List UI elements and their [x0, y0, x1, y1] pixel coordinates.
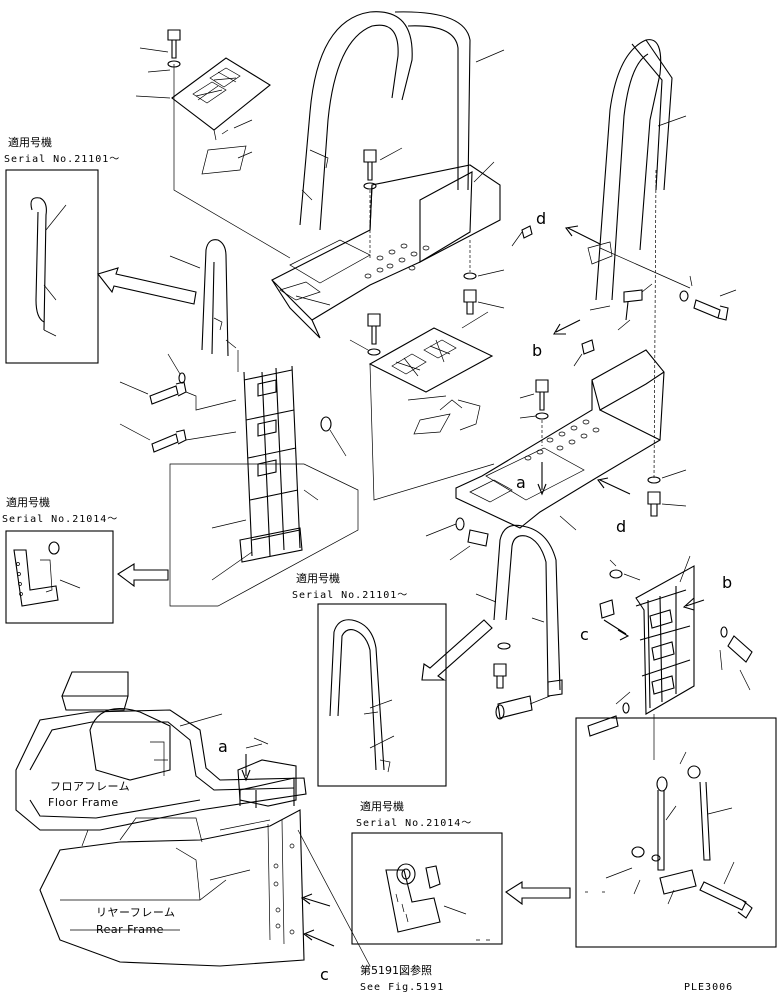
arrow-d-lower [597, 477, 631, 495]
floor-holes-upper [364, 243, 430, 279]
serial-jp-4: 適用号機 [360, 799, 404, 813]
letter-b-upper: b [532, 341, 542, 360]
serial-jp-2: 適用号機 [6, 495, 50, 509]
letter-c-lower: c [580, 625, 589, 644]
bolt-icon [727, 635, 753, 663]
bolt-icon [623, 289, 643, 321]
bolt-icon [167, 29, 181, 59]
arrow-a-bottom [241, 754, 251, 782]
cover-plate-center [368, 327, 494, 393]
arrow-d-upper [565, 225, 601, 245]
bolt-icon [463, 289, 477, 315]
bolt-icon [467, 529, 489, 547]
letter-a-lower: a [218, 737, 228, 756]
bolt-icon [497, 695, 533, 719]
drawing-code: PLE3006 [684, 982, 733, 993]
rollbar-right [595, 39, 662, 301]
ladder-frame-outline [169, 463, 359, 607]
see-fig-jp: 第5191図参照 [360, 963, 432, 977]
floor-plate-lower [455, 349, 665, 529]
rear-frame [39, 809, 305, 967]
arrow-c-bottom-2 [302, 929, 335, 947]
letter-d-upper: d [536, 209, 546, 228]
arrow-a-top [537, 462, 547, 496]
inset-bracket-bottom [351, 832, 503, 945]
handrail-sketch [30, 197, 47, 331]
ladder-right [635, 565, 695, 715]
serial-en-2: Serial No.21014～ [2, 514, 118, 525]
bolt-icon [149, 381, 187, 405]
rollbar-center [299, 11, 413, 231]
pointer-arrow-4 [505, 881, 571, 906]
bolt-icon [699, 881, 753, 919]
serial-en-1: Serial No.21101～ [4, 154, 120, 165]
arrow-b-lower [682, 597, 705, 611]
floor-holes-lower [524, 419, 600, 461]
floor-frame [15, 709, 307, 831]
handrail-left [201, 239, 229, 357]
floor-frame-mount [61, 671, 129, 697]
floor-frame-jp: フロアフレーム [50, 780, 130, 793]
bolt-icon [151, 429, 187, 453]
bolt-icon [493, 663, 507, 689]
inset-grabbar [317, 603, 447, 787]
letter-b-lower: b [722, 573, 732, 592]
arrow-b-upper [553, 319, 581, 335]
bolt-icon [693, 299, 729, 321]
inset-brace-parts [575, 717, 777, 948]
bolt-icon [647, 491, 661, 517]
serial-jp-3: 適用号機 [296, 571, 340, 585]
letter-a-upper: a [516, 473, 526, 492]
serial-en-4: Serial No.21014～ [356, 818, 472, 829]
letter-d-lower: d [616, 517, 626, 536]
arrow-c-lower [603, 619, 630, 641]
bolt-icon [363, 149, 377, 181]
letter-c-bottom: c [320, 965, 329, 984]
cover-plate-top [171, 57, 271, 131]
rear-frame-jp: リヤーフレーム [96, 906, 176, 919]
floor-frame-en: Floor Frame [48, 796, 119, 809]
pointer-arrow-3 [421, 619, 493, 681]
arrow-c-bottom-1 [300, 893, 331, 907]
inset-bracket-left [5, 530, 114, 624]
rear-frame-en: Rear Frame [96, 923, 164, 936]
pointer-arrow-2 [117, 563, 169, 588]
pointer-arrow-1 [97, 267, 197, 305]
serial-en-3: Serial No.21101～ [292, 590, 408, 601]
handrail-lower [493, 524, 561, 691]
see-fig-en: See Fig.5191 [360, 982, 444, 993]
bolt-icon [367, 313, 381, 345]
serial-jp-1: 適用号機 [8, 135, 52, 149]
bolt-icon [535, 379, 549, 411]
bolt-icon [587, 715, 619, 737]
inset-handrail-top [5, 169, 99, 364]
